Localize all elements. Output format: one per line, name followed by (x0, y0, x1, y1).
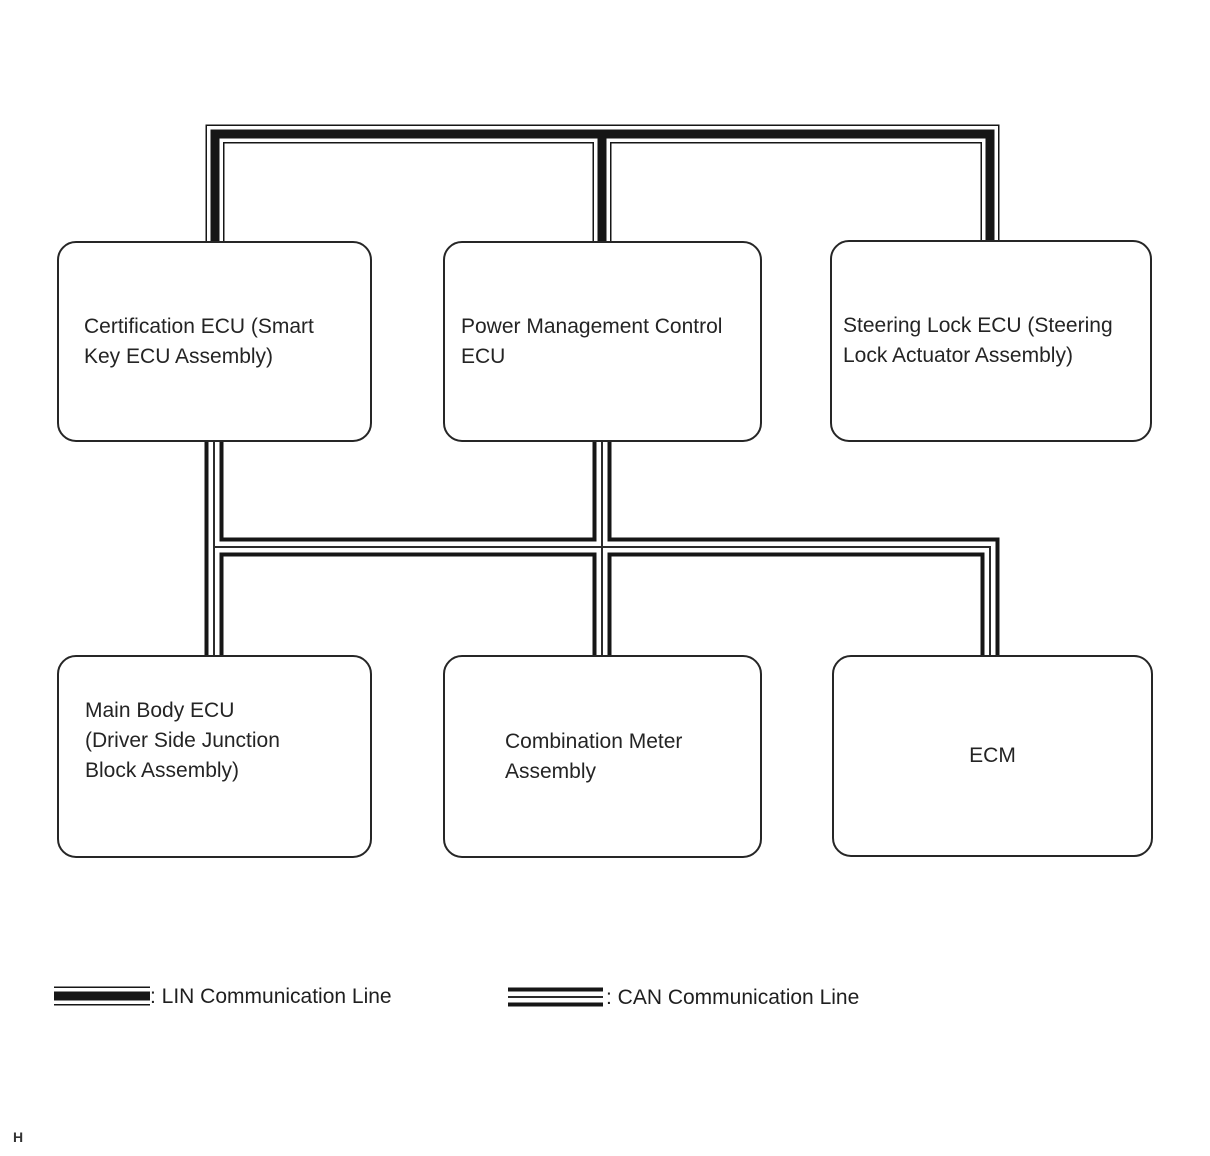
legend-lin-label: : LIN Communication Line (150, 985, 392, 1008)
legend-can-label: : CAN Communication Line (606, 986, 860, 1009)
node-ecm: ECM (832, 655, 1153, 857)
node-label-line: Key ECU Assembly) (84, 344, 274, 368)
node-label-line: Combination Meter (505, 729, 683, 753)
page-footer-mark: H (13, 1129, 24, 1145)
can-communication-line (204, 441, 1000, 656)
lin-communication-line (205, 124, 1000, 242)
node-main-body-ecu: Main Body ECU (Driver Side Junction Bloc… (57, 655, 372, 858)
node-label-line: ECM (969, 744, 1016, 767)
node-label: Steering Lock ECU (Steering Lock Actuato… (843, 311, 1150, 371)
node-label-line: Assembly (505, 759, 597, 783)
node-combination-meter-assembly: Combination Meter Assembly (443, 655, 762, 858)
node-label: Main Body ECU (Driver Side Junction Bloc… (85, 696, 370, 786)
node-label: Combination Meter Assembly (505, 727, 760, 787)
node-label-line: Lock Actuator Assembly) (843, 344, 1073, 367)
node-label: ECM (969, 741, 1016, 771)
node-label-line: Main Body ECU (85, 698, 235, 722)
node-label: Certification ECU (Smart Key ECU Assembl… (84, 312, 370, 372)
node-label-line: Steering Lock ECU (Steering (843, 314, 1113, 337)
node-label-line: (Driver Side Junction (85, 728, 280, 752)
node-label-line: ECU (461, 344, 506, 368)
node-label-line: Power Management Control (461, 314, 723, 338)
node-steering-lock-ecu: Steering Lock ECU (Steering Lock Actuato… (830, 240, 1152, 442)
node-power-management-control-ecu: Power Management Control ECU (443, 241, 762, 442)
node-label-line: Block Assembly) (85, 758, 240, 782)
node-label-line: Certification ECU (Smart (84, 314, 314, 338)
node-label: Power Management Control ECU (461, 312, 760, 372)
node-certification-ecu: Certification ECU (Smart Key ECU Assembl… (57, 241, 372, 442)
